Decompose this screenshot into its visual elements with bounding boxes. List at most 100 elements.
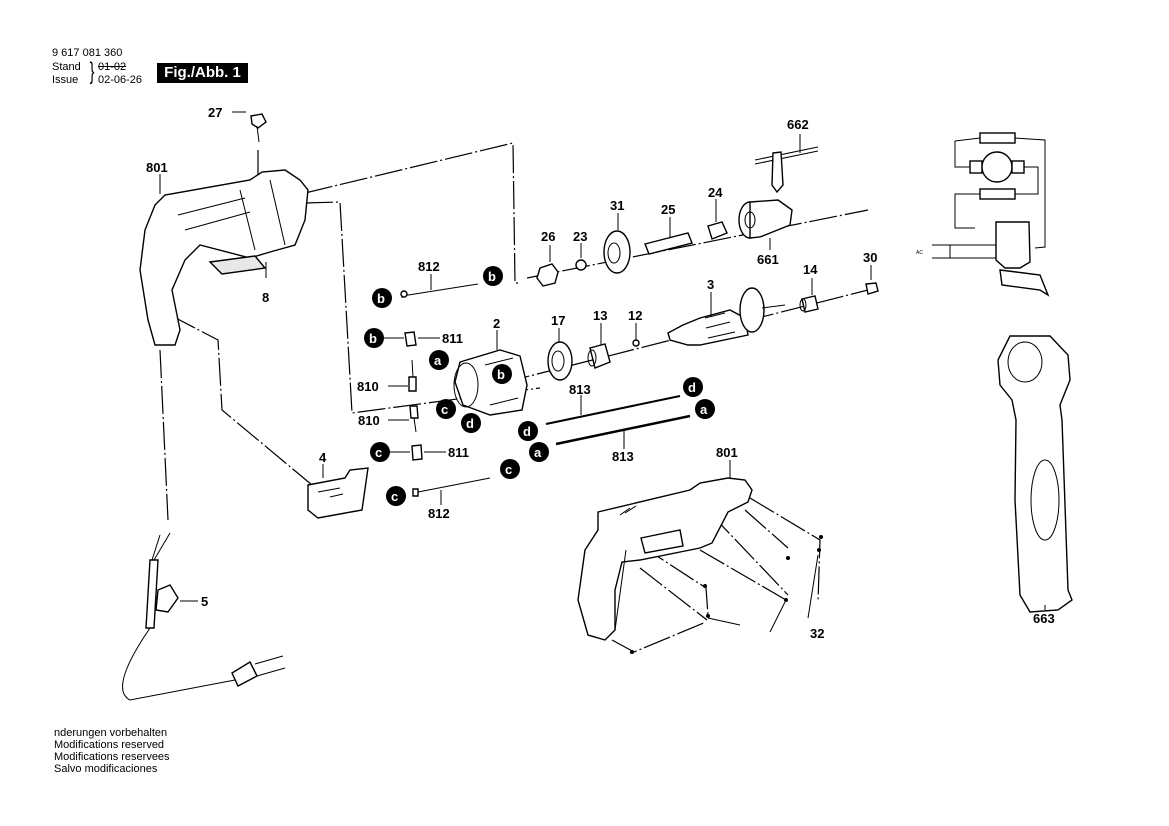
callouts: b b b b a a a c c c c d d d [364,266,715,506]
part-811-holder-bottom[interactable] [411,444,423,461]
callout-c: c [386,486,406,506]
callout-c: c [436,399,456,419]
part-813-wire-a[interactable] [555,414,691,446]
label-810-bottom: 810 [358,413,380,428]
callout-b: b [492,364,512,384]
figure-label: Fig./Abb. 1 [157,63,248,83]
part-662-chuck-key[interactable] [754,146,819,194]
brace-glyph: } [89,58,95,85]
svg-text:c: c [375,445,382,460]
part-31-gear[interactable] [603,230,631,274]
part-3-armature[interactable] [667,287,786,346]
label-811-top: 811 [442,331,463,346]
supply-label: AC [916,250,923,256]
label-26: 26 [541,229,555,244]
label-810-top: 810 [357,379,379,394]
part-812-spring-bottom[interactable] [412,477,491,497]
leader-lines [159,111,1046,610]
part-27-knob[interactable] [250,113,267,143]
callout-a: a [695,399,715,419]
label-12: 12 [628,308,642,323]
label-3: 3 [707,277,714,292]
label-32: 32 [810,626,824,641]
field-coil-bottom [979,188,1016,200]
label-23: 23 [573,229,587,244]
svg-text:b: b [369,331,377,346]
housing-801[interactable] [139,169,309,346]
housing-801-half[interactable] [577,477,753,641]
svg-text:d: d [466,416,474,431]
label-17: 17 [551,313,565,328]
callout-a: a [429,350,449,370]
part-30-cap[interactable] [865,282,879,295]
svg-text:a: a [700,402,708,417]
callout-b: b [483,266,503,286]
part-810-brush-top[interactable] [408,359,417,392]
part-17-bearing[interactable] [547,341,573,381]
part-12-washer[interactable] [632,339,640,347]
callout-d: d [683,377,703,397]
part-663-auxiliary-handle[interactable] [997,335,1073,613]
footer-line-fr: Modifications reservees [54,751,170,763]
label-5: 5 [201,594,208,609]
part-810-brush-bottom[interactable] [409,405,419,433]
assembly-line-screw-2 [744,509,789,549]
switch-symbol [995,221,1031,269]
assembly-line-screw-5 [639,544,709,616]
part-661-chuck[interactable] [738,199,793,239]
callout-c: c [500,459,520,479]
part-811-holder-top[interactable] [404,331,417,347]
label-24: 24 [708,185,723,200]
brush-right [1011,160,1025,174]
label-801-half: 801 [716,445,738,460]
assembly-line-switch [169,314,313,486]
label-811-bottom: 811 [448,445,469,460]
issue-value: 02-06-26 [98,74,143,86]
part-25-spindle[interactable] [644,232,693,255]
part-13-fan[interactable] [587,343,611,369]
part-14-bearing[interactable] [799,295,819,313]
svg-text:c: c [505,462,512,477]
footer-line-de: nderungen vorbehalten [54,727,168,739]
part-812-spring-top[interactable] [400,283,479,298]
svg-text:b: b [488,269,496,284]
part-5-cord[interactable] [122,532,286,701]
label-31: 31 [610,198,624,213]
label-813-top: 813 [569,382,591,397]
part-labels: 27 801 8 4 5 812 811 810 810 811 812 2 2… [146,105,1055,641]
footer-line-es: Salvo modificaciones [54,763,158,775]
part-4-switch[interactable] [307,467,369,519]
stand-value: 01-02 [98,61,127,73]
callout-b: b [372,288,392,308]
footer-line-en: Modifications reserved [54,739,165,751]
label-27: 27 [208,105,222,120]
part-32-screws[interactable] [630,535,823,654]
svg-text:c: c [441,402,448,417]
label-14: 14 [803,262,818,277]
assembly-line-gearbox [304,142,520,284]
motor-symbol [981,151,1013,183]
svg-text:b: b [377,291,385,306]
part-26-nut[interactable] [536,263,559,287]
callout-a: a [529,442,549,462]
circuit-schematic: AC [916,132,1050,297]
part-2-field-stator[interactable] [453,349,528,416]
brush-left [969,160,983,174]
part-813-wire-d[interactable] [545,395,681,425]
part-24-bearing[interactable] [707,221,728,240]
assembly-line-screw-1 [749,497,821,603]
label-8: 8 [262,290,269,305]
label-661: 661 [757,252,779,267]
label-30: 30 [863,250,877,265]
assembly-line-screw-7 [611,621,707,653]
label-2: 2 [493,316,500,331]
callout-d: d [461,413,481,433]
label-662: 662 [787,117,809,132]
svg-text:d: d [523,424,531,439]
label-4: 4 [319,450,327,465]
assembly-line-cord [159,349,169,521]
part-23-ball[interactable] [575,259,587,271]
field-coil-top [979,132,1016,144]
label-812-bottom: 812 [428,506,450,521]
